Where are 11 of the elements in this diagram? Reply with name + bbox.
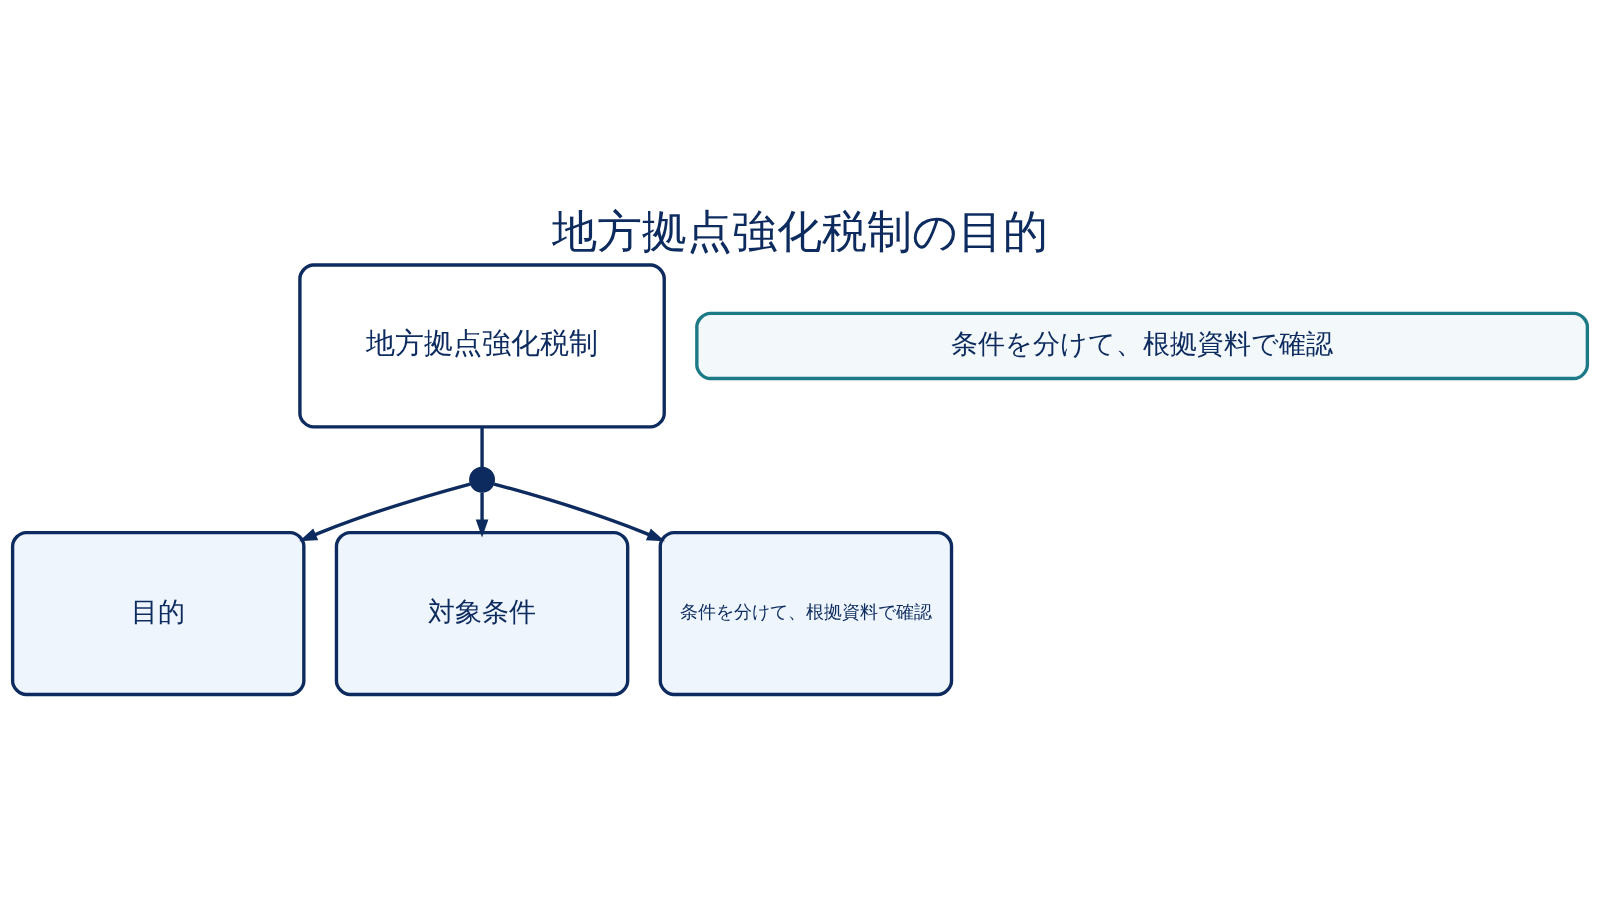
node-box: 対象条件 (334, 530, 630, 696)
connector (480, 426, 484, 467)
node-circle (469, 466, 495, 493)
diagram-title: 地方拠点強化税制の目的 (552, 204, 1048, 258)
arrow (493, 481, 665, 541)
arrow (299, 481, 471, 541)
node-box: 目的 (10, 530, 306, 696)
node-box: 条件を分けて、根拠資料で確認 (695, 311, 1590, 380)
node-box: 条件を分けて、根拠資料で確認 (658, 530, 954, 696)
arrow (475, 492, 489, 538)
node-box: 地方拠点強化税制 (298, 262, 666, 429)
